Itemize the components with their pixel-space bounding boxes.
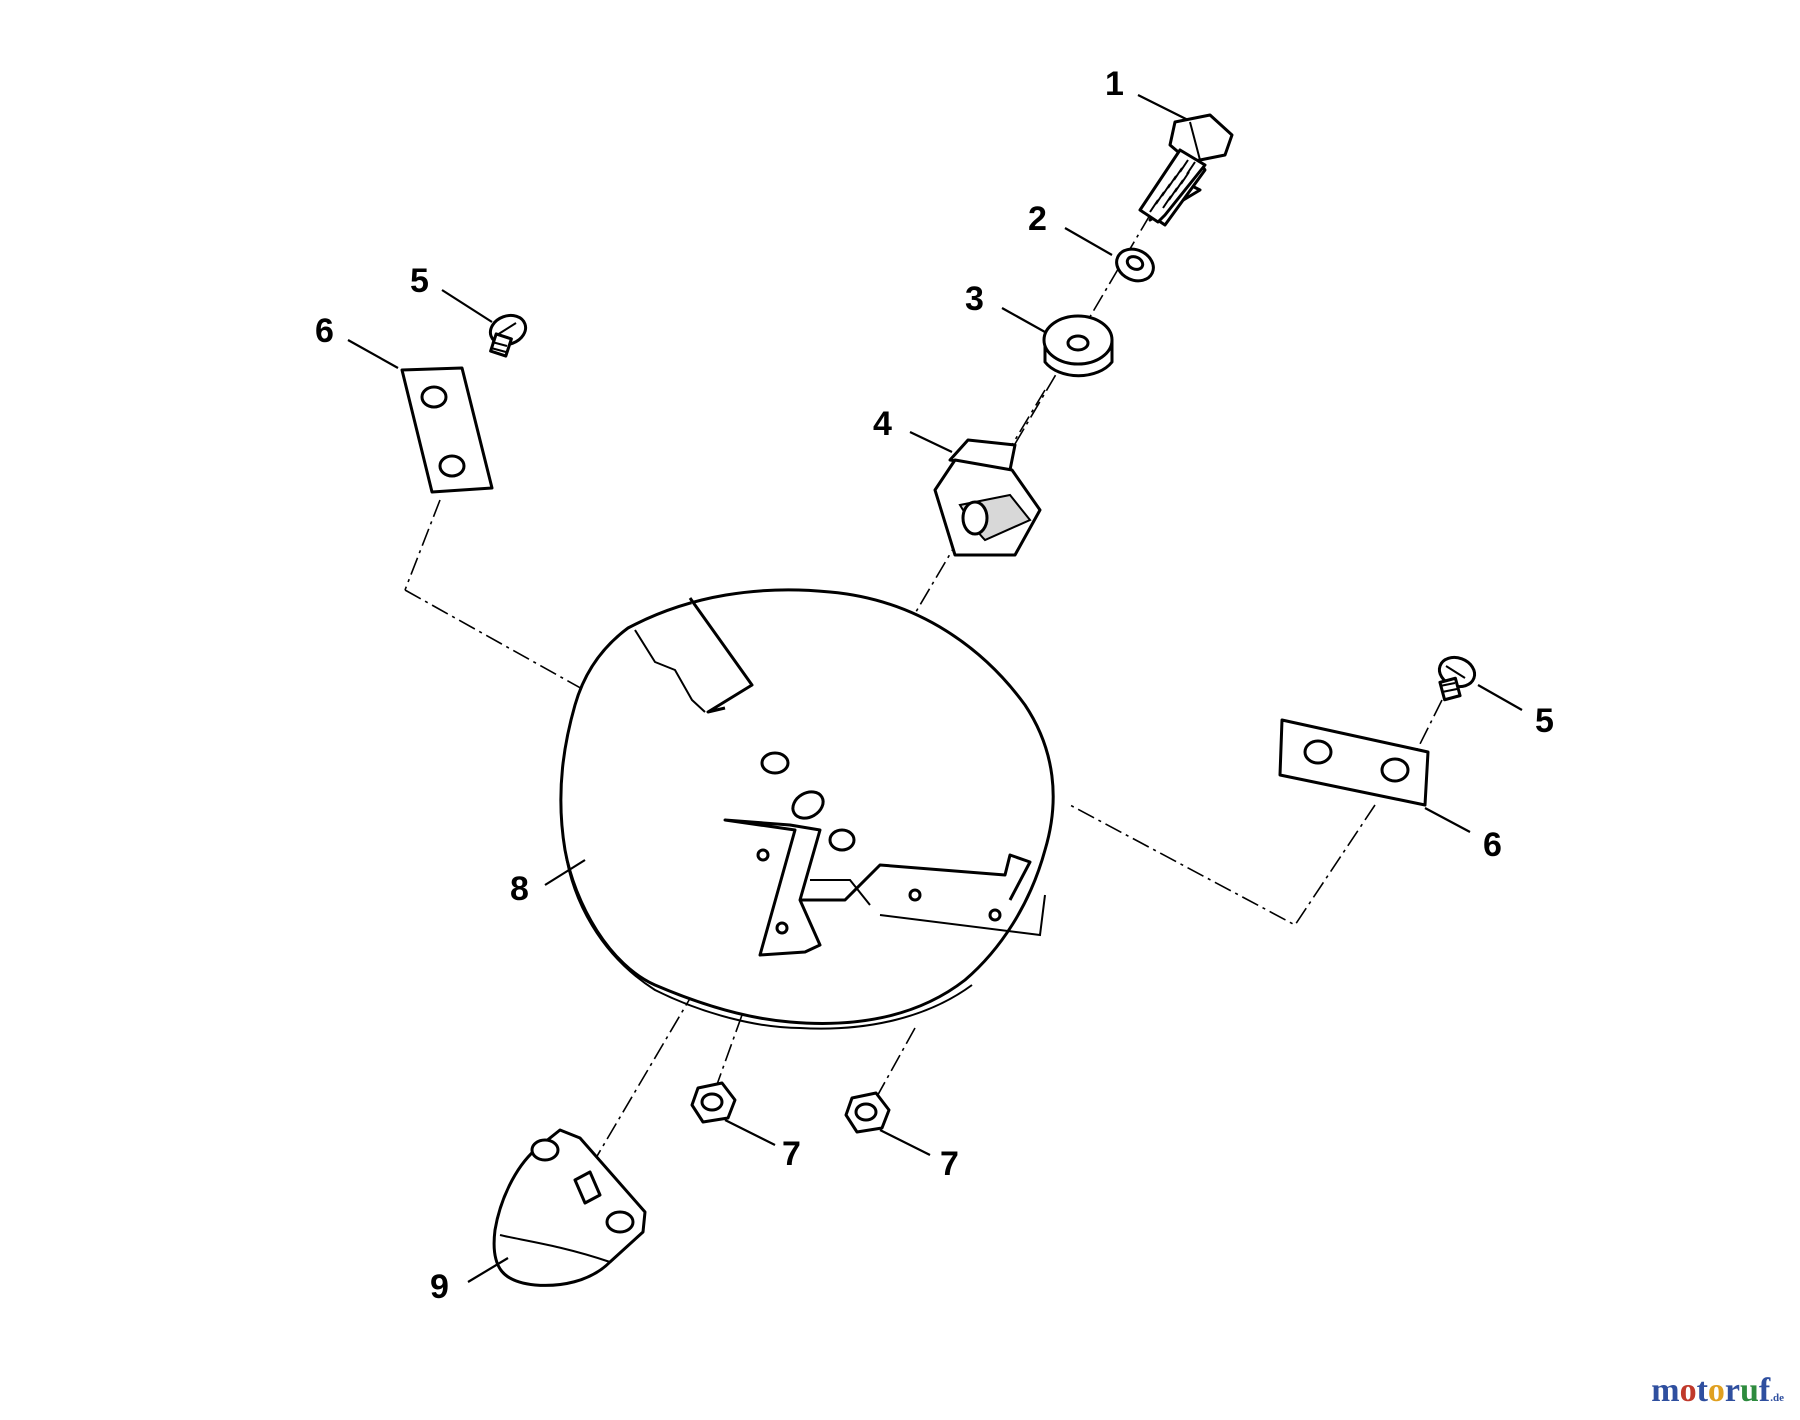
plate-left <box>400 366 494 494</box>
hex-nut-right <box>844 1091 891 1134</box>
watermark-char: o <box>1679 1372 1697 1409</box>
site-watermark: motoruf.de <box>1651 1372 1784 1410</box>
callout-5-left: 5 <box>410 262 429 300</box>
watermark-char: m <box>1651 1372 1680 1409</box>
leader-lines <box>347 94 1523 1283</box>
callout-2: 2 <box>1028 200 1047 238</box>
screw-right <box>1437 655 1477 702</box>
watermark-char: f <box>1758 1372 1771 1409</box>
watermark-char: r <box>1724 1372 1740 1409</box>
callout-5-right: 5 <box>1535 702 1554 740</box>
callout-labels: 1 2 3 4 5 6 5 6 7 7 8 9 <box>315 65 1554 1306</box>
spacer <box>1042 314 1114 378</box>
callout-6-right: 6 <box>1483 826 1502 864</box>
plate-right <box>1278 718 1430 807</box>
callout-7-left: 7 <box>782 1135 801 1173</box>
callout-7-right: 7 <box>940 1145 959 1183</box>
callout-9: 9 <box>430 1268 449 1306</box>
callout-4: 4 <box>873 405 892 443</box>
watermark-char: u <box>1740 1372 1759 1409</box>
lock-washer <box>1115 247 1155 283</box>
screw-left <box>488 313 528 358</box>
watermark-char: o <box>1707 1372 1725 1409</box>
callout-8: 8 <box>510 870 529 908</box>
hex-nut-left <box>690 1081 737 1124</box>
hex-bolt <box>1138 113 1234 227</box>
guard <box>492 1128 647 1287</box>
watermark-char: t <box>1696 1372 1708 1409</box>
callout-6-left: 6 <box>315 312 334 350</box>
deflector-plate <box>559 588 1055 1030</box>
callout-1: 1 <box>1105 65 1124 103</box>
bracket <box>933 438 1042 557</box>
watermark-suffix: .de <box>1770 1392 1784 1404</box>
callout-3: 3 <box>965 280 984 318</box>
